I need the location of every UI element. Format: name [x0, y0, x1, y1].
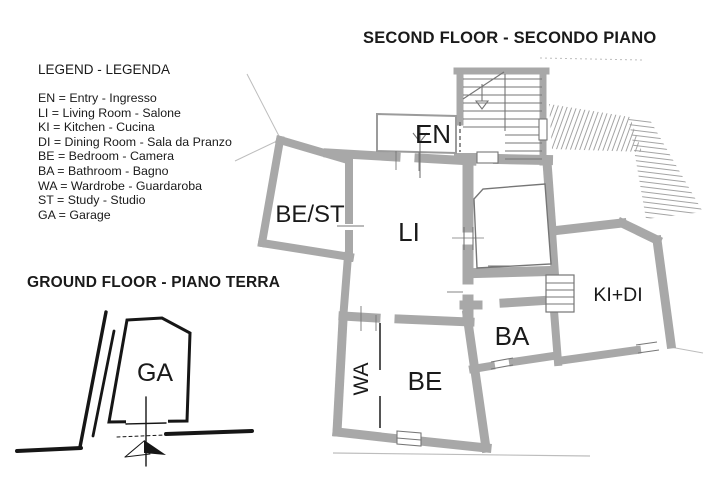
- room-label-be-st: BE/ST: [275, 201, 345, 228]
- legend: EN = Entry - Ingresso LI = Living Room -…: [38, 91, 232, 222]
- garage-outline: [107, 316, 192, 424]
- legend-item-st: ST = Study - Studio: [38, 193, 146, 208]
- legend-item-di: DI = Dining Room - Sala da Pranzo: [38, 134, 232, 149]
- legend-item-ga: GA = Garage: [38, 207, 111, 222]
- room-label-en: EN: [415, 119, 451, 149]
- small-stairs-icon: [545, 274, 575, 313]
- room-label-wa: WA: [350, 362, 373, 395]
- entry-room-outline: [376, 112, 457, 155]
- legend-item-ki: KI = Kitchen - Cucina: [38, 120, 155, 135]
- room-label-be: BE: [408, 366, 443, 396]
- second-floor-title: SECOND FLOOR - SECONDO PIANO: [363, 29, 657, 47]
- window-stairwell: [538, 118, 548, 141]
- opening-landing: [476, 151, 499, 164]
- door-bathroom-terrace: [490, 357, 514, 370]
- legend-item-ba: BA = Bathroom - Bagno: [38, 163, 169, 178]
- ramp-line: [78, 310, 108, 449]
- entrance-arrow-icon: [124, 396, 166, 467]
- room-label-ki-di: KI+DI: [593, 284, 642, 306]
- room-labels: EN BE/ST LI WA BE BA KI+DI GA: [137, 119, 643, 396]
- legend-item-wa: WA = Wardrobe - Guardaroba: [38, 178, 203, 193]
- staircase-icon: [462, 71, 542, 160]
- room-label-li: LI: [398, 217, 420, 247]
- legend-item-li: LI = Living Room - Salone: [38, 105, 181, 120]
- entry-arrow-icon: [412, 126, 428, 178]
- legend-item-en: EN = Entry - Ingresso: [38, 91, 157, 105]
- detail-lines: [337, 71, 660, 447]
- site-lines: [234, 57, 704, 457]
- legend-title: LEGEND - LEGENDA: [38, 62, 171, 77]
- ramp-line: [91, 329, 116, 438]
- ground-floor-title: GROUND FLOOR - PIANO TERRA: [27, 274, 281, 291]
- window-living: [452, 227, 484, 250]
- room-label-ga: GA: [137, 359, 173, 387]
- window-kitchen: [635, 341, 660, 354]
- ground-floor-drawing: [15, 310, 254, 467]
- window-bedroom: [396, 430, 422, 447]
- roof-hatching: [549, 104, 703, 219]
- legend-item-be: BE = Bedroom - Camera: [38, 149, 175, 164]
- room-label-ba: BA: [495, 321, 530, 351]
